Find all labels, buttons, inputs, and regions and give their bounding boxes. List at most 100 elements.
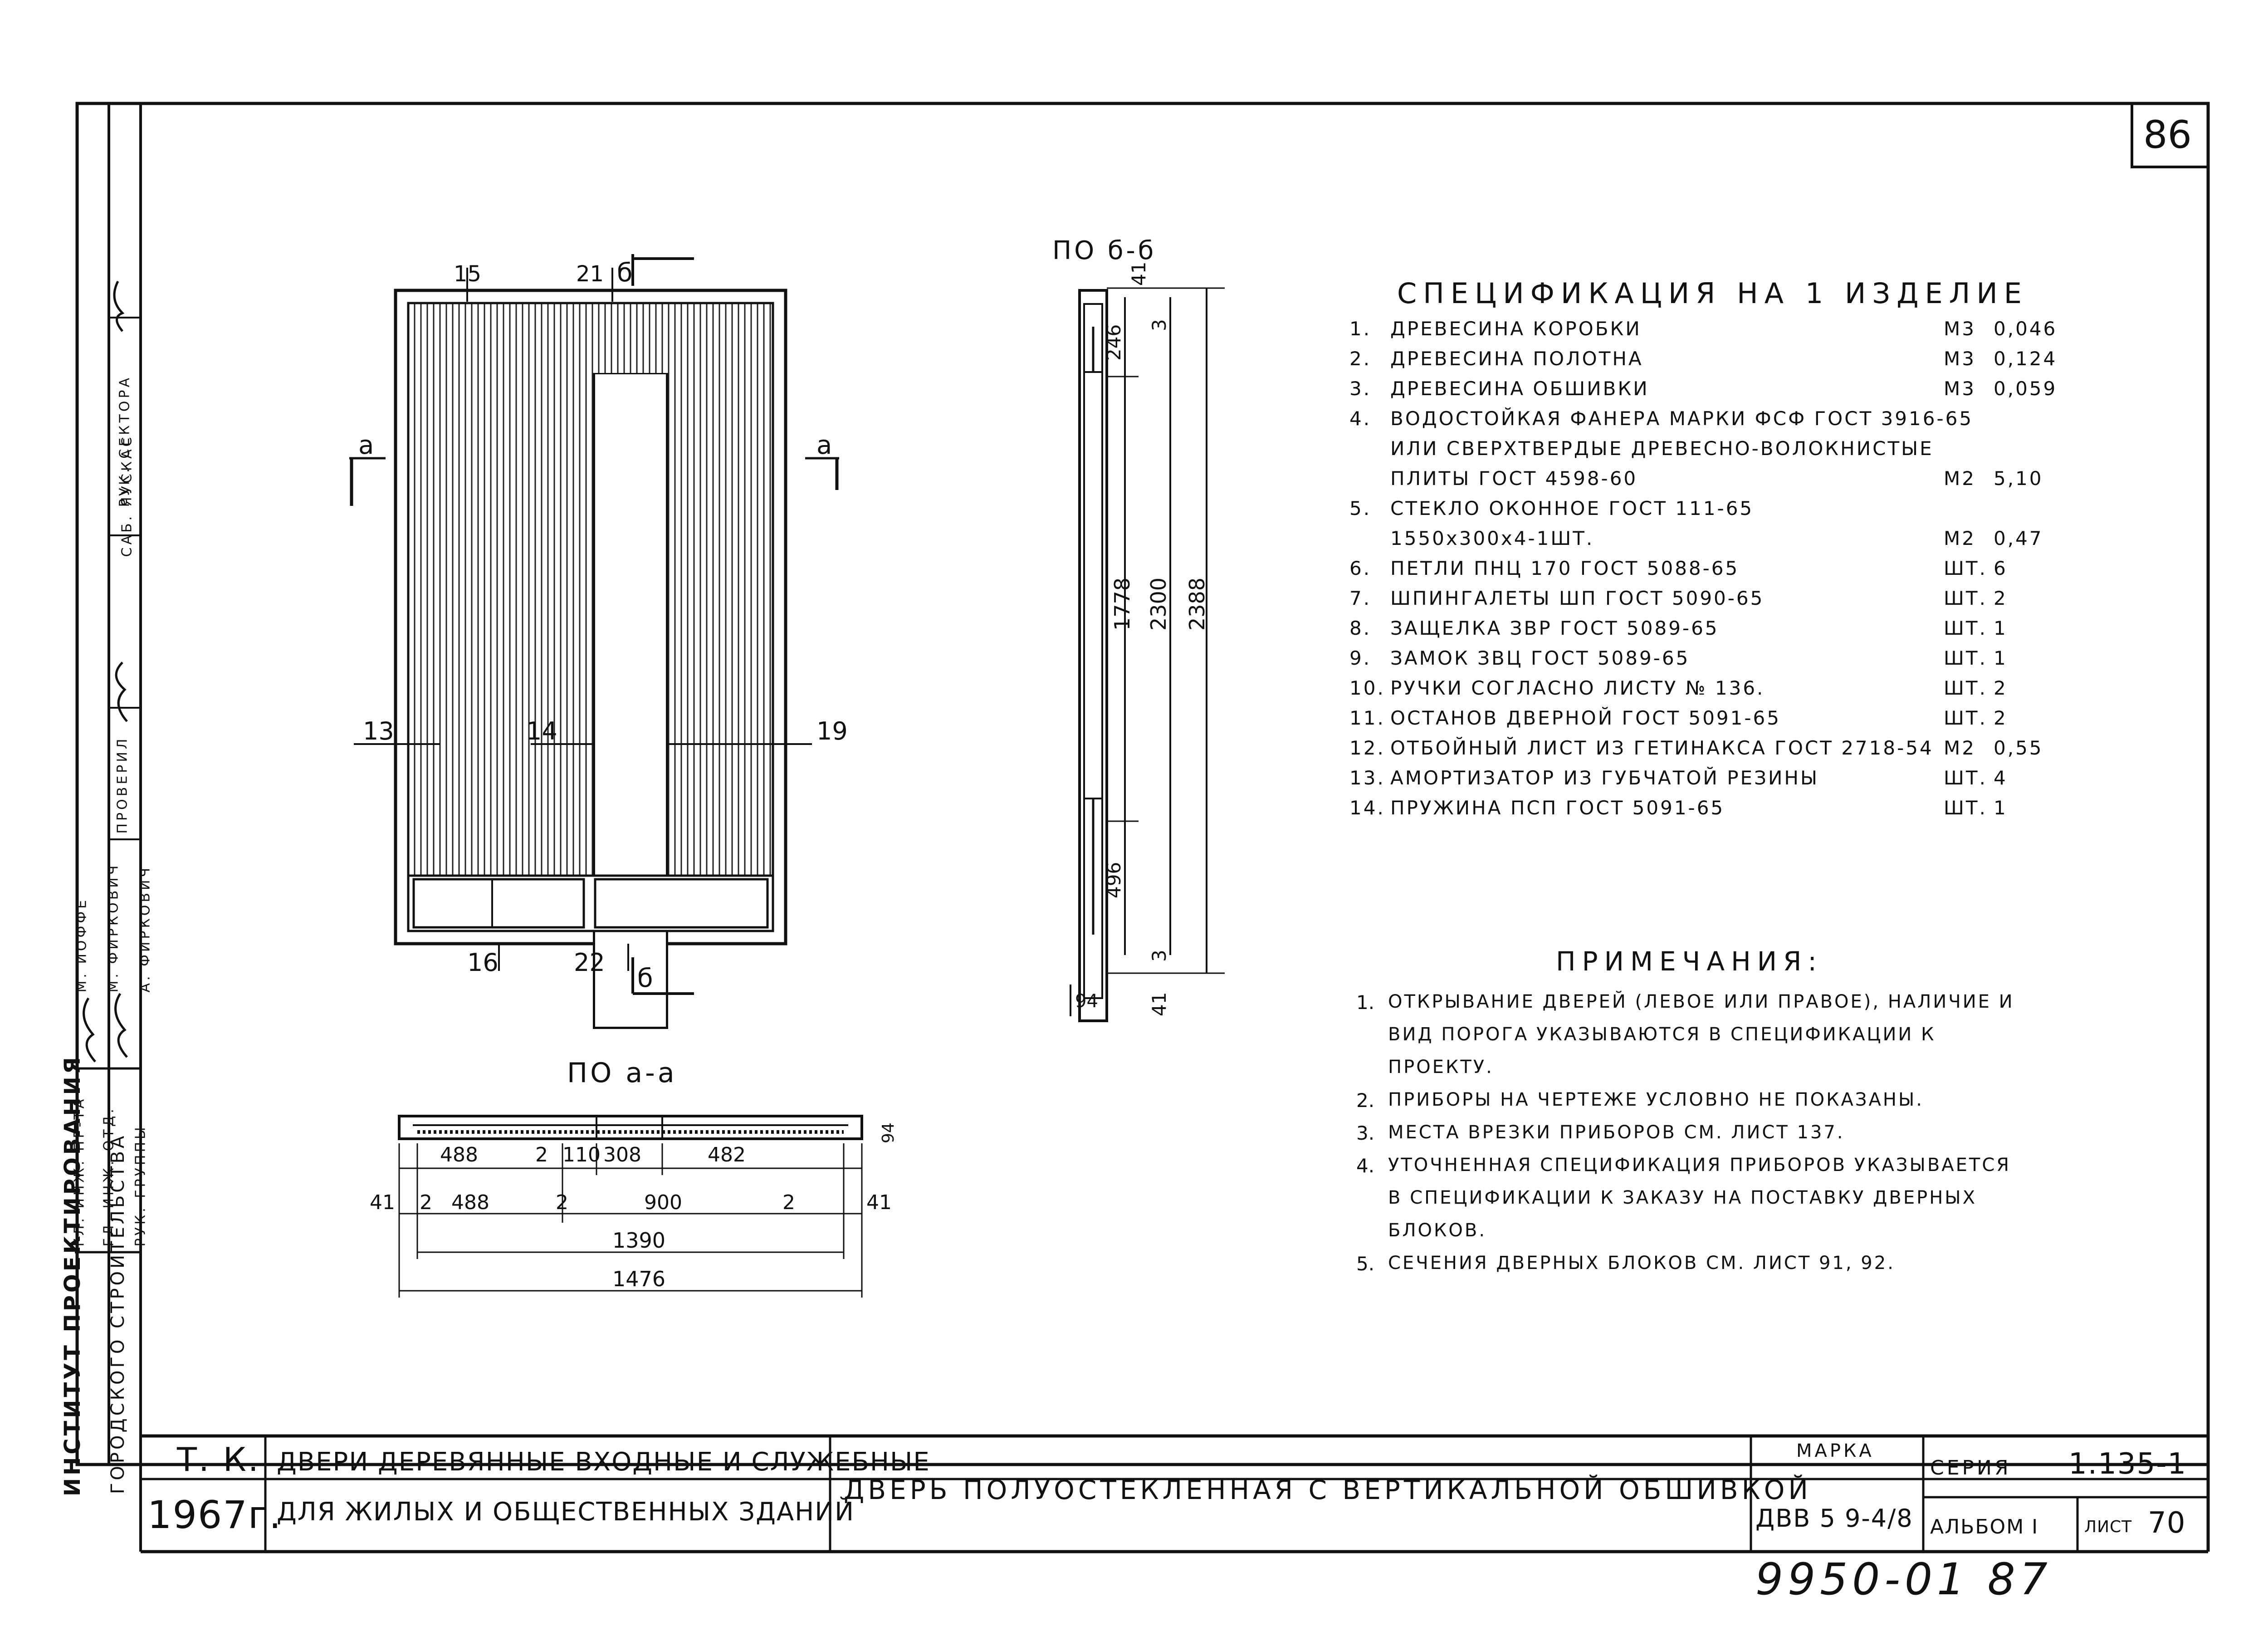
section-b-title: ПО б-б [1052,236,1157,265]
spec-item-qty: 6 [1994,557,2008,579]
note-line: БЛОКОВ. [1388,1220,1487,1241]
dim-a-1476: 1476 [612,1267,665,1291]
tb-series-title-2: ДЛЯ ЖИЛЫХ И ОБЩЕСТВЕННЫХ ЗДАНИЙ [277,1497,855,1527]
spec-item-unit: ШТ. [1944,647,1987,669]
dim-246: 246 [1103,324,1125,361]
tb-organization: Т. К. [177,1440,260,1479]
spec-item-qty: 2 [1994,707,2008,729]
note-line: УТОЧНЕННАЯ СПЕЦИФИКАЦИЯ ПРИБОРОВ УКАЗЫВА… [1388,1155,2011,1176]
spec-item-name: РУЧКИ СОГЛАСНО ЛИСТУ № 136. [1390,677,1765,699]
tb-mark-label: МАРКА [1796,1440,1874,1461]
dim-a-488-2: 488 [451,1191,489,1214]
spec-row: ПЛИТЫ ГОСТ 4598-60 М2 5,10 [1349,467,2098,497]
note-number: 4. [1356,1155,1375,1177]
tb-mark-value: ДВВ 5 9-4/8 [1755,1504,1913,1533]
dim-496: 496 [1103,862,1125,898]
dim-a-482: 482 [708,1143,746,1166]
callout-19: 19 [816,717,848,745]
callout-21: 21 [576,261,604,287]
tb-sheet-label: ЛИСТ [2084,1518,2132,1536]
note-number: 2. [1356,1089,1375,1112]
dim-a-110: 110 [562,1143,601,1166]
spec-item-unit: М2 [1944,527,1976,549]
spec-item-qty: 0,059 [1994,377,2058,400]
dim-41-bottom: 41 [1148,992,1170,1016]
callout-22: 22 [574,948,605,977]
spec-item-unit: М2 [1944,467,1976,490]
stamp-role-chief-engineer: ГЛ. ИНЖ. ОТД. [101,1106,117,1247]
note-number: 1. [1356,991,1375,1014]
spec-row: 3. ДРЕВЕСИНА ОБШИВКИ М3 0,059 [1349,377,2098,407]
tb-album: АЛЬБОМ I [1930,1515,2039,1538]
dim-3-top: 3 [1148,319,1170,331]
spec-item-name: ДРЕВЕСИНА ПОЛОТНА [1390,348,1643,370]
spec-item-unit: ШТ. [1944,557,1987,579]
spec-item-qty: 1 [1994,647,2008,669]
spec-item-name: 1550х300х4-1ШТ. [1390,527,1594,549]
dim-a-41-left: 41 [370,1191,395,1214]
spec-item-qty: 1 [1994,617,2008,639]
spec-item-number: 5. [1349,497,1372,519]
callout-15: 15 [454,261,481,287]
spec-item-name: ПЛИТЫ ГОСТ 4598-60 [1390,467,1638,490]
note-line: ВИД ПОРОГА УКАЗЫВАЮТСЯ В СПЕЦИФИКАЦИИ К [1388,1024,1936,1045]
note-line: МЕСТА ВРЕЗКИ ПРИБОРОВ СМ. ЛИСТ 137. [1388,1122,1845,1143]
stamp-role-project-engineer: ГЛ. ИНЖ. ПР-ТА [71,1096,88,1247]
spec-item-qty: 5,10 [1994,467,2043,490]
door-frame-outline [394,289,787,946]
dim-a-488-1: 488 [440,1143,478,1166]
dim-41-top: 41 [1128,262,1150,286]
spec-item-number: 4. [1349,407,1372,430]
spec-item-number: 6. [1349,557,1372,579]
spec-item-name: ДРЕВЕСИНА ОБШИВКИ [1390,377,1649,400]
spec-item-unit: М3 [1944,377,1976,400]
spec-item-unit: М2 [1944,737,1976,759]
spec-item-unit: ШТ. [1944,707,1987,729]
spec-item-unit: ШТ. [1944,587,1987,609]
spec-item-number: 9. [1349,647,1372,669]
spec-item-number: 11. [1349,707,1385,729]
spec-item-name: ПРУЖИНА ПСП ГОСТ 5091-65 [1390,797,1725,819]
spec-item-number: 7. [1349,587,1372,609]
spec-row: 11.ОСТАНОВ ДВЕРНОЙ ГОСТ 5091-65 ШТ. 2 [1349,707,2098,737]
spec-item-number: 10. [1349,677,1385,699]
spec-item-name: СТЕКЛО ОКОННОЕ ГОСТ 111-65 [1390,497,1754,519]
note-line: В СПЕЦИФИКАЦИИ К ЗАКАЗУ НА ПОСТАВКУ ДВЕР… [1388,1187,1977,1208]
callout-13: 13 [363,717,394,745]
spec-item-number: 3. [1349,377,1372,400]
tb-year: 1967г. [147,1493,282,1537]
spec-item-unit: М3 [1944,348,1976,370]
dim-a-308: 308 [603,1143,641,1166]
archive-number: 9950-01 87 [1755,1554,2052,1605]
spec-item-qty: 2 [1994,587,2008,609]
spec-row: 4.ВОДОСТОЙКАЯ ФАНЕРА МАРКИ ФСФ ГОСТ 3916… [1349,407,2098,437]
dim-a-900: 900 [644,1191,682,1214]
dim-a-2-1: 2 [535,1143,548,1166]
callout-16: 16 [467,948,499,977]
spec-item-name: ОСТАНОВ ДВЕРНОЙ ГОСТ 5091-65 [1390,707,1781,729]
spec-item-number: 14. [1349,797,1385,819]
dim-a-2-2: 2 [420,1191,432,1214]
spec-item-name: ДРЕВЕСИНА КОРОБКИ [1390,318,1642,340]
dim-94: 94 [1075,991,1098,1012]
page-number: 86 [2143,113,2192,157]
cut-mark-a-right: а [816,431,832,460]
dim-a-41-right: 41 [866,1191,892,1214]
door-elevation: 15 21 б а а 13 14 19 16 22 б [349,254,848,1029]
cut-mark-a-left: а [358,431,374,460]
note-line: ПРИБОРЫ НА ЧЕРТЕЖЕ УСЛОВНО НЕ ПОКАЗАНЫ. [1388,1089,1924,1110]
tb-series-label: СЕРИЯ [1930,1456,2011,1480]
spec-item-name: ОТБОЙНЫЙ ЛИСТ ИЗ ГЕТИНАКСА ГОСТ 2718-54 [1390,737,1934,759]
note-line: ОТКРЫВАНИЕ ДВЕРЕЙ (ЛЕВОЕ ИЛИ ПРАВОЕ), НА… [1388,991,2014,1012]
cut-mark-b-top: б [617,258,633,288]
spec-item-qty: 0,046 [1994,318,2058,340]
spec-item-number: 2. [1349,348,1372,370]
